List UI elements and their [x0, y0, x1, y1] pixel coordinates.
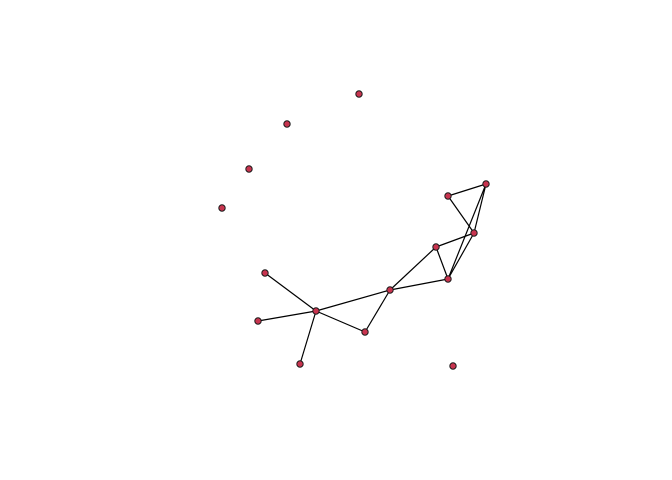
graph-node-n6 — [261, 269, 269, 277]
graph-node-n13 — [482, 180, 490, 188]
graph-edge-n11-n12 — [435, 246, 449, 280]
graph-node-n5 — [218, 204, 226, 212]
graph-edge-n1-n8 — [299, 310, 317, 365]
graph-edge-n10-n12 — [389, 246, 437, 291]
graph-node-n8 — [296, 360, 304, 368]
graph-node-n7 — [254, 317, 262, 325]
graph-node-n12 — [432, 243, 440, 251]
graph-edge-n1-n9 — [315, 310, 366, 333]
edges-layer — [257, 183, 487, 365]
graph-node-n10 — [386, 286, 394, 294]
graph-node-n15 — [470, 229, 478, 237]
nodes-layer — [218, 90, 490, 370]
graph-node-n2 — [355, 90, 363, 98]
graph-node-n16 — [449, 362, 457, 370]
graph-node-n4 — [245, 165, 253, 173]
graph-edge-n1-n6 — [264, 272, 317, 312]
graph-node-n9 — [361, 328, 369, 336]
graph-node-n14 — [444, 192, 452, 200]
graph-edge-n1-n10 — [315, 289, 391, 312]
graph-edge-n10-n11 — [389, 278, 449, 291]
graph-edge-n12-n15 — [435, 232, 475, 248]
graph-edge-n15-n13 — [473, 183, 487, 234]
graph-node-n3 — [283, 120, 291, 128]
graph-edge-n11-n15 — [447, 232, 475, 280]
graph-edge-n11-n13 — [447, 183, 487, 280]
graph-node-n1 — [312, 307, 320, 315]
graph-node-n11 — [444, 275, 452, 283]
graph-edge-n9-n10 — [364, 289, 391, 333]
graph-edge-n1-n7 — [257, 310, 317, 322]
graph-edge-n13-n14 — [447, 183, 487, 197]
graph-edge-n15-n14 — [447, 195, 475, 234]
